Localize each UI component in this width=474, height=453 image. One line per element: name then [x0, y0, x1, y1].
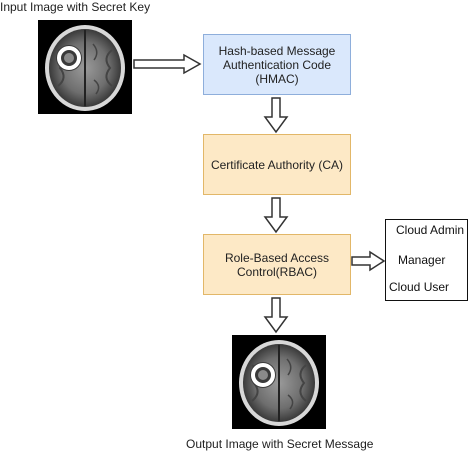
- hmac-box: Hash-based Message Authentication Code (…: [203, 34, 351, 95]
- arrow-ca-to-rbac: [263, 197, 289, 234]
- rbac-label-line2: Control(RBAC): [236, 264, 317, 279]
- arrow-rbac-to-roles: [351, 250, 386, 272]
- input-mri-image: [38, 20, 132, 114]
- role-cloud-user: Cloud User: [389, 280, 450, 294]
- role-cloud-admin: Cloud Admin: [396, 223, 465, 237]
- arrow-rbac-to-output: [263, 297, 289, 334]
- certificate-authority-box: Certificate Authority (CA): [203, 134, 351, 195]
- ca-label: Certificate Authority (CA): [210, 157, 344, 172]
- hmac-label-line2: Authentication Code: [222, 57, 332, 72]
- role-manager: Manager: [398, 253, 446, 267]
- roles-box: Cloud Admin Manager Cloud User: [385, 219, 468, 301]
- arrow-hmac-to-ca: [263, 97, 289, 134]
- rbac-box: Role-Based Access Control(RBAC): [203, 234, 351, 295]
- input-image-caption: Input Image with Secret Key: [0, 0, 151, 14]
- arrow-input-to-hmac: [133, 53, 202, 75]
- rbac-label-line1: Role-Based Access: [224, 250, 330, 265]
- output-mri-image: [232, 335, 326, 429]
- output-image-caption: Output Image with Secret Message: [186, 437, 374, 451]
- hmac-label-line1: Hash-based Message: [218, 43, 336, 58]
- hmac-label-line3: (HMAC): [255, 71, 299, 86]
